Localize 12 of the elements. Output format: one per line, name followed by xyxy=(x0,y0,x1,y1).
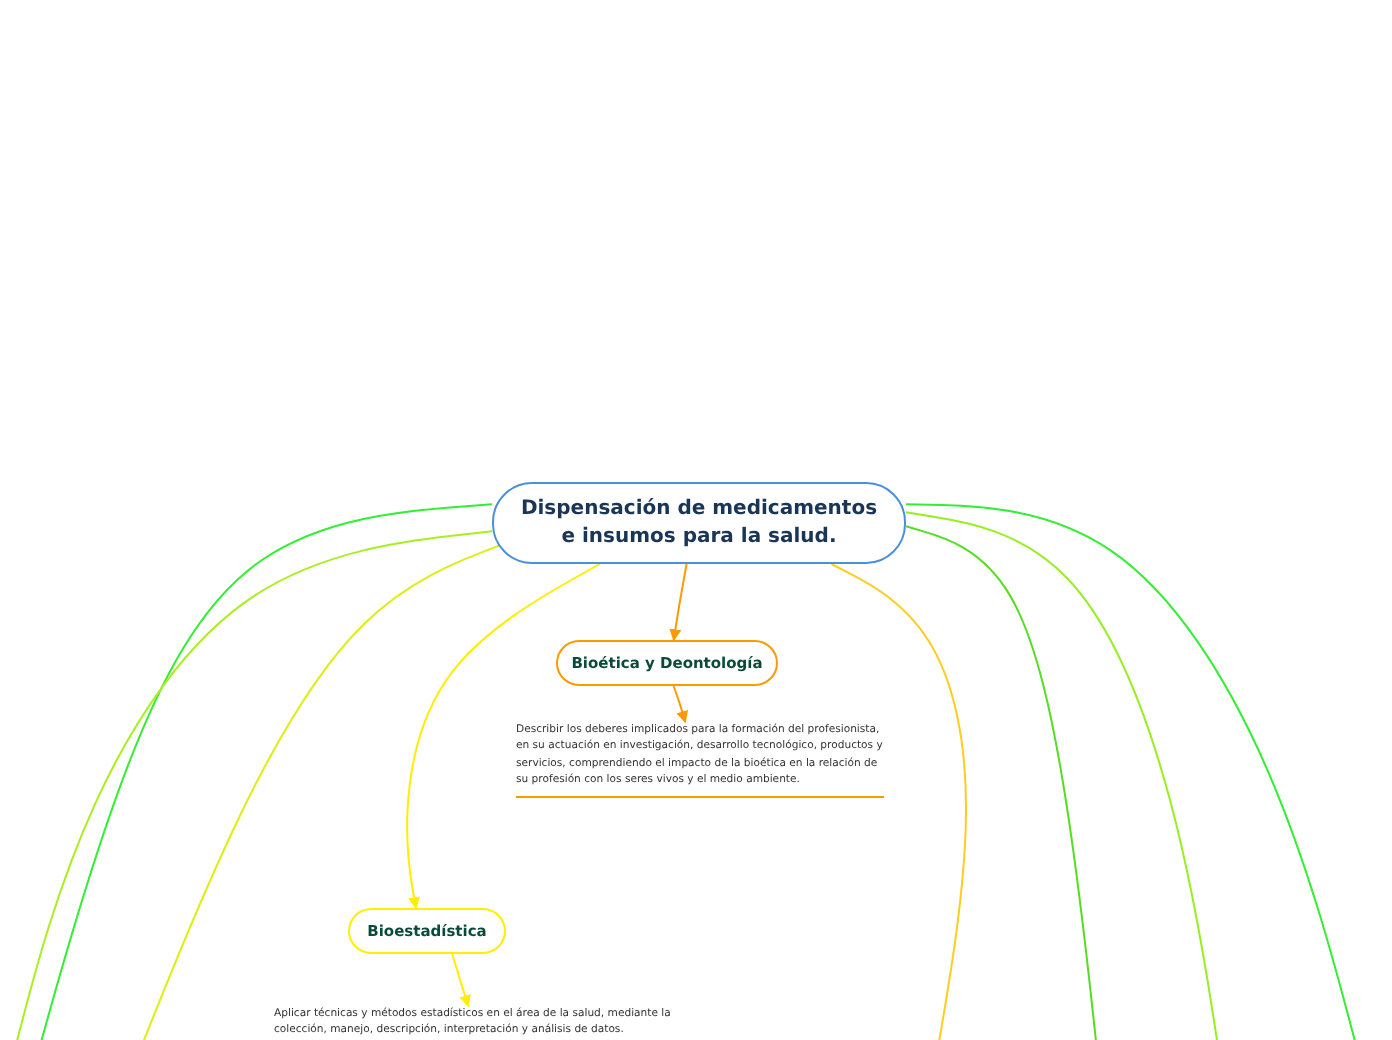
branch-line xyxy=(905,511,1221,1040)
branch-line xyxy=(905,525,1099,1040)
arrow xyxy=(669,563,688,642)
arrow xyxy=(672,685,688,724)
branch-line xyxy=(830,563,967,1040)
arrow xyxy=(406,563,601,910)
subtopic-box xyxy=(348,908,506,954)
branch-line xyxy=(905,503,1361,1040)
topic-label: Dispensación de medicamentos e insumos para la salud. xyxy=(518,495,880,551)
subtopic-box xyxy=(556,640,778,686)
arrow xyxy=(451,953,471,1008)
central-topic xyxy=(492,482,906,564)
